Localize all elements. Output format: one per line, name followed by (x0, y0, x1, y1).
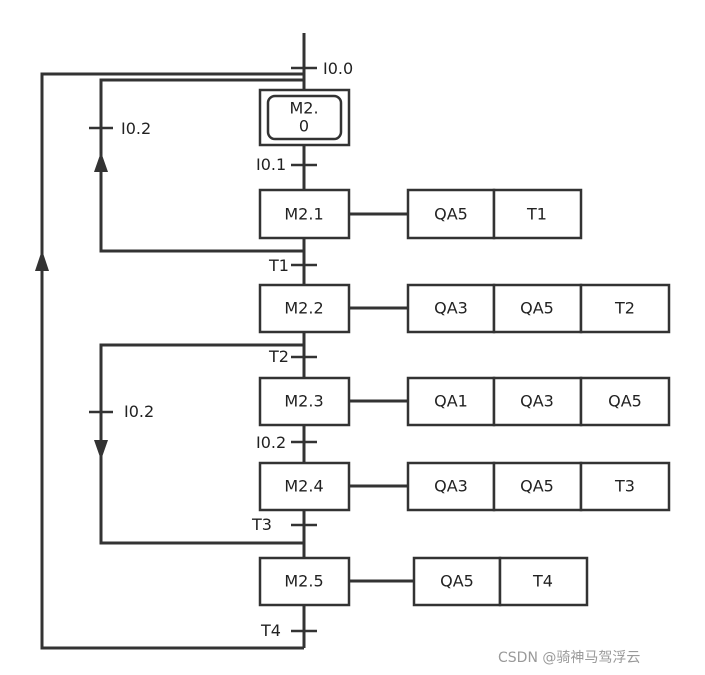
step-m22-box (258, 283, 351, 334)
action-label: T2 (614, 299, 635, 318)
step-m24-label: M2.4 (284, 477, 323, 496)
transition-label-t3: T3 (251, 515, 272, 534)
arrow-up-icon (94, 152, 108, 172)
transition-label-i02: I0.2 (256, 433, 286, 452)
arrow-down-icon (94, 440, 108, 460)
step-m21-box (258, 188, 351, 240)
action-label: T1 (526, 205, 547, 224)
action-label: QA3 (520, 392, 554, 411)
initial-step-label-1: M2. (289, 99, 318, 118)
action-label: T4 (532, 572, 553, 591)
action-box (498, 556, 589, 607)
transition-label-i00: I0.0 (323, 59, 353, 78)
action-label: QA5 (520, 477, 554, 496)
watermark: CSDN @骑神马驾浮云 (498, 650, 640, 666)
initial-step-label-2: 0 (299, 117, 309, 136)
action-label: QA1 (434, 392, 468, 411)
transition-label-t2: T2 (268, 347, 289, 366)
action-box (579, 376, 671, 427)
action-label: QA5 (440, 572, 474, 591)
return-loop-outer (40, 72, 304, 650)
action-label: QA5 (434, 205, 468, 224)
action-box (492, 376, 583, 427)
action-label: QA5 (608, 392, 642, 411)
transition-label-t1: T1 (268, 256, 289, 275)
step-m23-box (258, 376, 351, 427)
action-box (406, 461, 496, 512)
step-m23-label: M2.3 (284, 392, 323, 411)
step-m25-box (258, 556, 351, 607)
action-box (406, 376, 496, 427)
transition-label-t4: T4 (260, 621, 281, 640)
action-box (406, 283, 496, 334)
action-box (579, 461, 671, 512)
action-label: QA3 (434, 477, 468, 496)
action-box (492, 283, 583, 334)
action-box (579, 283, 671, 334)
initial-step-inner (266, 94, 343, 141)
action-label: T3 (614, 477, 635, 496)
transition-label-loop1: I0.2 (121, 119, 151, 138)
step-m22-label: M2.2 (284, 299, 323, 318)
action-label: QA3 (434, 299, 468, 318)
transition-label-loop2: I0.2 (124, 402, 154, 421)
step-m21-label: M2.1 (284, 205, 323, 224)
action-label: QA5 (520, 299, 554, 318)
arrow-up-icon (35, 250, 49, 271)
action-box (492, 188, 583, 240)
step-m25-label: M2.5 (284, 572, 323, 591)
transition-label-i01: I0.1 (256, 155, 286, 174)
